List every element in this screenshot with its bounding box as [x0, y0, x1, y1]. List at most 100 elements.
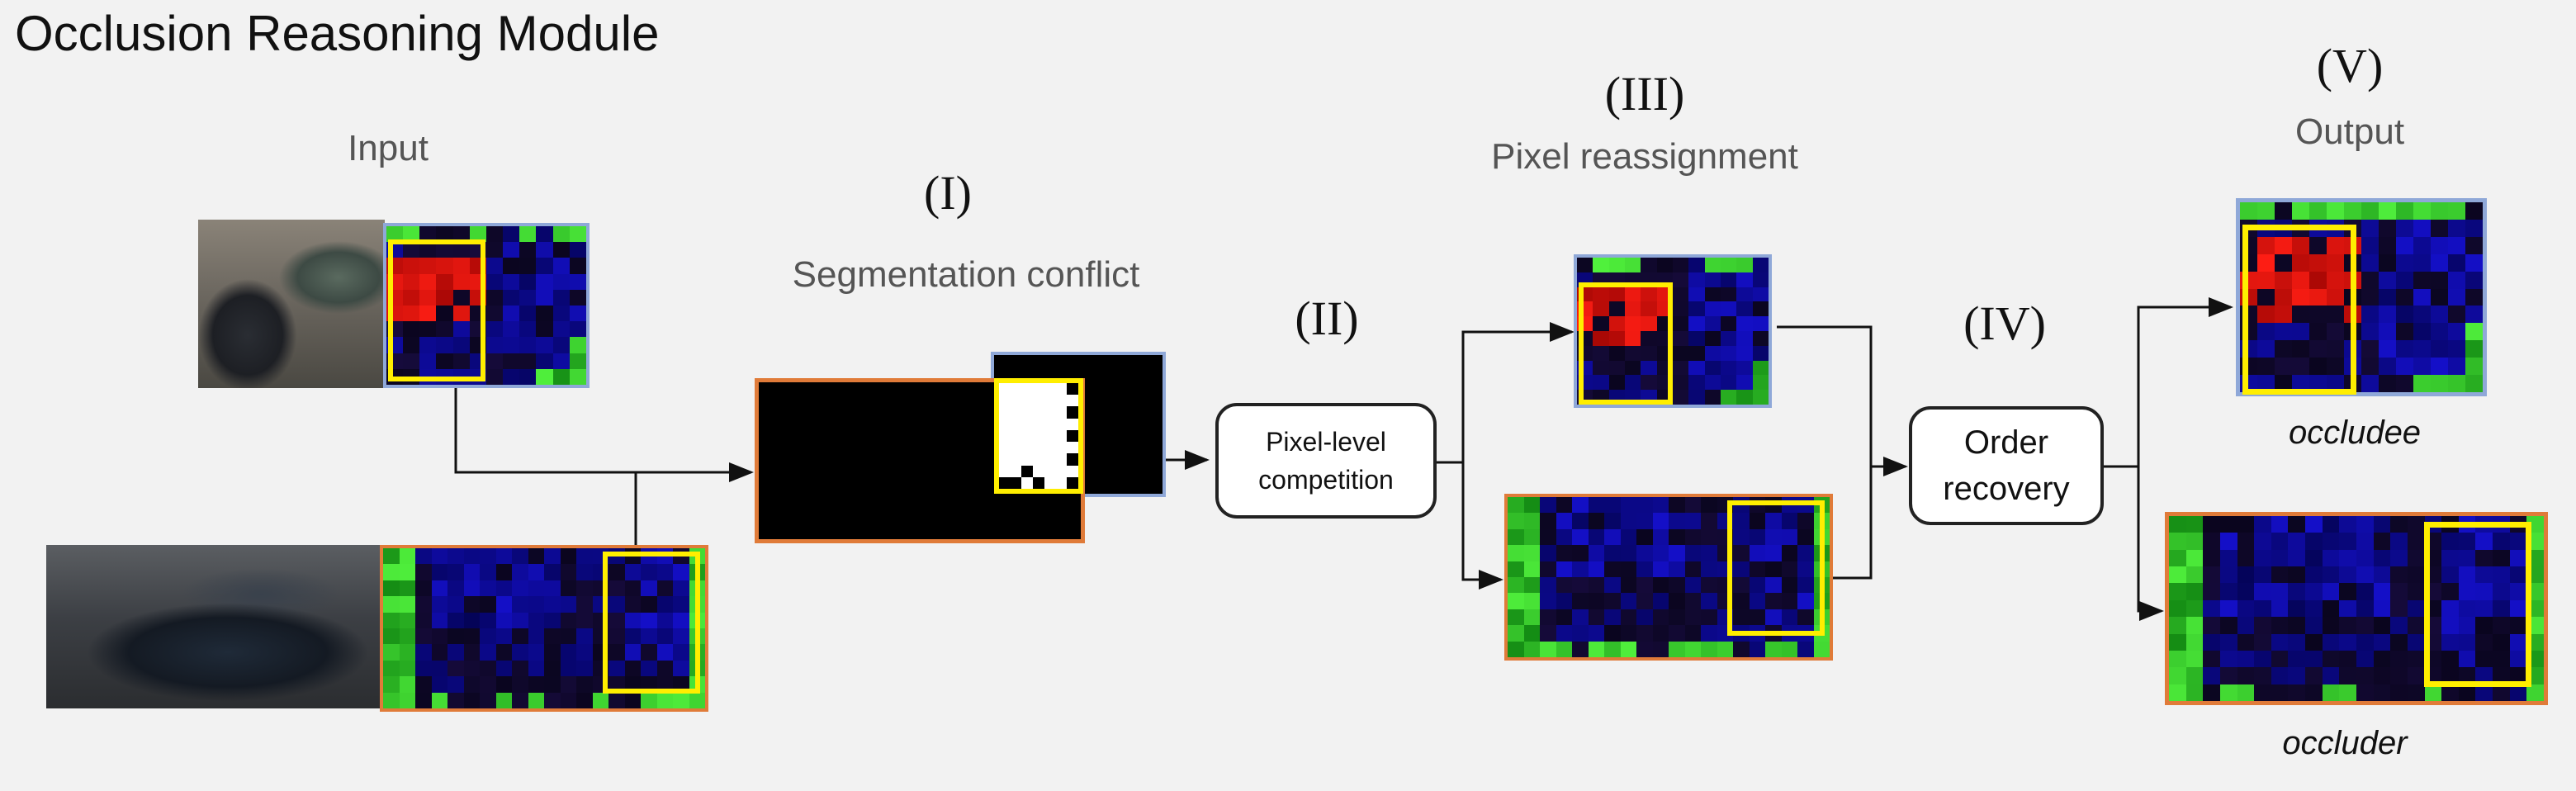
mask-pixel: [2275, 323, 2292, 341]
mask-pixel: [2465, 219, 2483, 237]
mask-pixel: [403, 306, 420, 322]
mask-pixel: [2203, 650, 2220, 668]
mask-pixel: [1625, 330, 1641, 346]
mask-pixel: [519, 321, 537, 338]
mask-pixel: [1704, 258, 1721, 272]
mask-pixel: [544, 644, 561, 661]
mask-pixel: [1593, 316, 1609, 331]
mask-pixel: [399, 676, 415, 693]
mask-pixel: [503, 242, 520, 258]
mask-pixel: [2254, 599, 2271, 618]
mask-pixel: [1721, 258, 1737, 272]
mask-pixel: [1736, 287, 1753, 302]
mask-pixel: [403, 226, 420, 243]
mask-pixel: [1044, 476, 1056, 489]
mask-pixel: [1033, 418, 1044, 430]
mask-pixel: [2339, 617, 2356, 634]
mask-pixel: [1556, 497, 1572, 514]
mask-pixel: [1556, 513, 1572, 529]
mask-pixel: [1701, 497, 1717, 514]
mask-pixel: [2407, 599, 2425, 618]
mask-pixel: [2169, 549, 2186, 567]
mask-pixel: [608, 660, 625, 677]
mask-pixel: [2271, 549, 2289, 567]
mask-pixel: [399, 564, 415, 580]
mask-pixel: [2509, 599, 2527, 618]
mask-pixel: [495, 612, 512, 628]
mask-pixel: [2413, 288, 2431, 306]
mask-pixel: [569, 306, 586, 322]
mask-pixel: [1652, 497, 1669, 514]
mask-pixel: [2361, 375, 2379, 392]
mask-pixel: [383, 548, 400, 565]
mask-pixel: [2475, 633, 2493, 651]
mask-pixel: [2441, 667, 2459, 684]
mask-pixel: [576, 644, 593, 661]
mask-pixel: [1608, 287, 1625, 302]
mask-pixel: [2257, 253, 2275, 272]
mask-pixel: [1625, 258, 1641, 272]
mask-pixel: [1669, 625, 1685, 642]
mask-pixel: [999, 465, 1011, 477]
mask-pixel: [512, 596, 528, 613]
mask-pixel: [2465, 288, 2483, 306]
mask-pixel: [2475, 599, 2493, 618]
mask-pixel: [2413, 253, 2431, 272]
mask-pixel: [1733, 593, 1750, 609]
mask-pixel: [2396, 236, 2413, 254]
mask-pixel: [1588, 576, 1604, 594]
mask-pixel: [2441, 684, 2459, 701]
mask-pixel: [431, 612, 447, 628]
mask-pixel: [2493, 549, 2510, 567]
mask-pixel: [569, 226, 586, 243]
mask-pixel: [1572, 641, 1589, 657]
mask-pixel: [2448, 288, 2465, 306]
mask-pixel: [1652, 641, 1669, 657]
mask-pixel: [2373, 549, 2391, 567]
mask-pixel: [436, 321, 453, 338]
mask-pixel: [1749, 641, 1765, 657]
mask-pixel: [999, 429, 1011, 443]
mask-pixel: [1704, 390, 1721, 405]
mask-pixel: [673, 660, 689, 677]
mask-pixel: [2465, 375, 2483, 392]
mask-pixel: [1593, 301, 1609, 317]
mask-pixel: [2327, 358, 2344, 376]
stage-ii-label: (II): [1295, 291, 1359, 345]
mask-pixel: [544, 596, 561, 613]
mask-pixel: [2309, 323, 2327, 341]
mask-pixel: [2254, 566, 2271, 584]
reassigned-occluder-mask: [1504, 494, 1833, 661]
mask-pixel: [1608, 330, 1625, 346]
mask-pixel: [1669, 561, 1685, 577]
mask-pixel: [528, 692, 544, 708]
mask-pixel: [2327, 375, 2344, 392]
mask-pixel: [576, 596, 593, 613]
mask-pixel: [1572, 513, 1589, 529]
mask-pixel: [2292, 375, 2309, 392]
mask-pixel: [552, 289, 570, 306]
mask-pixel: [2396, 306, 2413, 324]
mask-pixel: [536, 353, 553, 369]
mask-pixel: [2390, 566, 2408, 584]
mask-pixel: [386, 226, 404, 243]
mask-pixel: [1556, 545, 1572, 561]
mask-pixel: [2441, 599, 2459, 618]
mask-pixel: [1752, 301, 1769, 317]
mask-pixel: [2458, 667, 2476, 684]
mask-pixel: [447, 660, 464, 677]
mask-pixel: [2475, 566, 2493, 584]
mask-pixel: [480, 676, 496, 693]
mask-pixel: [2356, 599, 2374, 618]
mask-pixel: [2257, 236, 2275, 254]
mask-pixel: [2309, 375, 2327, 392]
output-occluder-highlight-box: [2424, 522, 2531, 687]
mask-pixel: [2275, 288, 2292, 306]
mask-pixel: [2509, 650, 2527, 668]
mask-pixel: [431, 580, 447, 597]
mask-pixel: [436, 306, 453, 322]
mask-pixel: [1717, 641, 1733, 657]
mask-pixel: [1523, 528, 1540, 546]
mask-pixel: [399, 692, 415, 708]
